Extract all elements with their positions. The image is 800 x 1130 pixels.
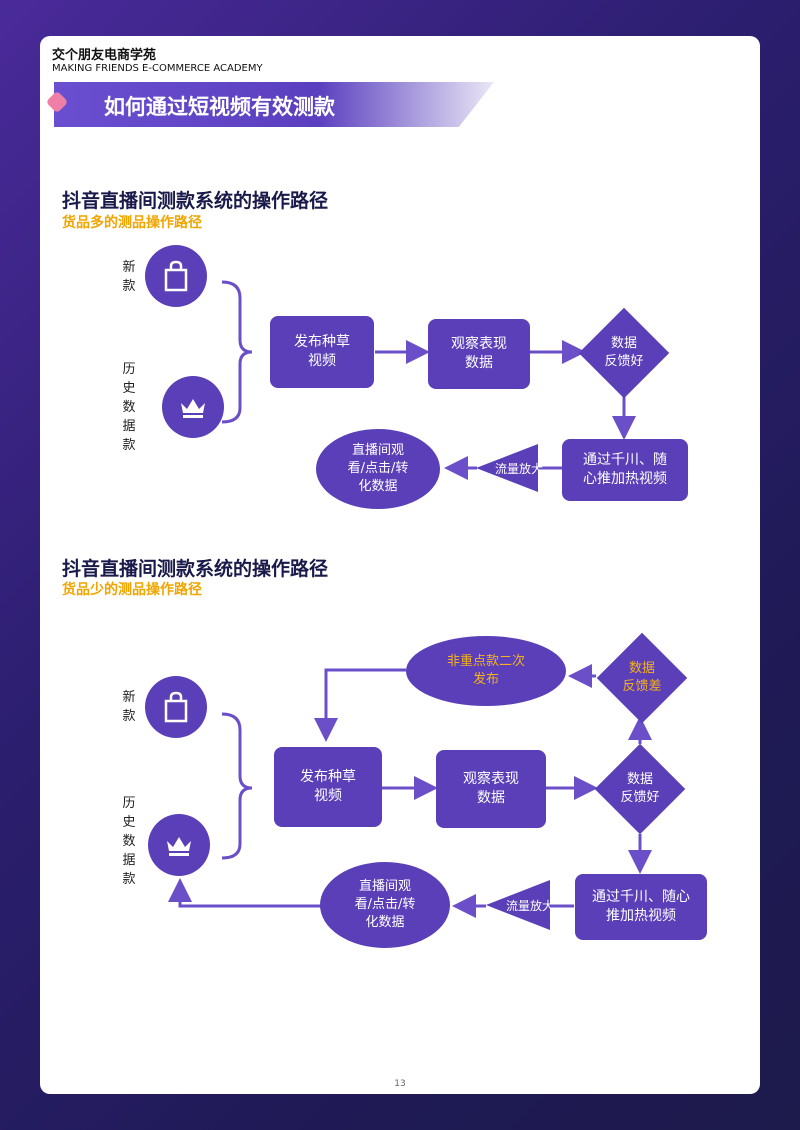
section2-new-label: 新款 (122, 690, 136, 724)
section2-arrow-live-history (168, 878, 322, 908)
section2-live-label: 直播间观 看/点击/转 化数据 (354, 879, 416, 930)
section1-observe-label: 观察表现 数据 (451, 336, 507, 371)
page-title: 如何通过短视频有效测款 (104, 95, 335, 119)
section1-observe-box: 观察表现 数据 (428, 319, 530, 389)
section1-title: 抖音直播间测款系统的操作路径 (62, 190, 329, 212)
section2-title: 抖音直播间测款系统的操作路径 (62, 558, 329, 580)
section1-promote-box: 通过千川、随 心推加热视频 (562, 439, 688, 501)
section1-live-label: 直播间观 看/点击/转 化数据 (347, 443, 409, 494)
section1-live-ellipse: 直播间观 看/点击/转 化数据 (316, 429, 440, 509)
brand-name-en: MAKING FRIENDS E-COMMERCE ACADEMY (52, 63, 263, 74)
page: 交个朋友电商学苑 MAKING FRIENDS E-COMMERCE ACADE… (40, 36, 760, 1094)
crown-icon (181, 399, 205, 418)
crown-icon (167, 837, 191, 856)
section1-new-circle (145, 245, 207, 307)
section2-subtitle: 货品少的测品操作路径 (62, 582, 202, 598)
section1-bracket (221, 280, 253, 424)
section2-history-label: 历史数据款 (122, 796, 136, 887)
section2-bad-diamond: 数据 反馈差 (596, 632, 688, 724)
section1-publish-label: 发布种草 视频 (294, 334, 350, 369)
section1-good-diamond: 数据 反馈好 (578, 307, 670, 399)
section2-promote-label: 通过千川、随心 推加热视频 (592, 889, 690, 924)
title-banner (54, 82, 494, 127)
section1-subtitle: 货品多的测品操作路径 (62, 215, 202, 231)
section1-good-label: 数据 反馈好 (604, 336, 644, 369)
section2-republish-ellipse: 非重点款二次 发布 (406, 636, 566, 706)
section2-publish-box: 发布种草 视频 (274, 747, 382, 827)
section2-observe-label: 观察表现 数据 (463, 771, 519, 806)
page-number: 13 (394, 1079, 406, 1089)
section2-observe-box: 观察表现 数据 (436, 750, 546, 828)
section2-publish-label: 发布种草 视频 (300, 769, 356, 804)
shopping-bag-icon (164, 260, 188, 292)
section2-bad-label: 数据 反馈差 (622, 661, 662, 694)
shopping-bag-icon (164, 691, 188, 723)
section2-good-label: 数据 反馈好 (620, 772, 660, 805)
section2-promote-box: 通过千川、随心 推加热视频 (575, 874, 707, 940)
section1-connectors (168, 280, 652, 918)
section1-traffic-label: 流量放大 (494, 461, 543, 476)
section2-history-circle (148, 814, 210, 876)
section2-traffic-label: 流量放大 (505, 898, 554, 913)
section1-promote-label: 通过千川、随 心推加热视频 (583, 452, 667, 487)
section1-history-circle (162, 376, 224, 438)
section1-traffic-triangle: 流量放大 (476, 444, 543, 492)
section2-arrow-republish-publish (314, 668, 406, 742)
brand-name-cn: 交个朋友电商学苑 (52, 48, 157, 63)
section2-new-circle (145, 676, 207, 738)
section2-republish-label: 非重点款二次 发布 (446, 654, 525, 687)
section2-traffic-triangle: 流量放大 (486, 880, 554, 930)
section1-publish-box: 发布种草 视频 (270, 316, 374, 388)
section1-new-label: 新款 (122, 260, 136, 294)
section2-bracket (221, 712, 253, 860)
section1-history-label: 历史数据款 (122, 362, 136, 453)
section2-live-ellipse: 直播间观 看/点击/转 化数据 (320, 862, 450, 948)
section2-good-diamond: 数据 反馈好 (594, 743, 686, 835)
